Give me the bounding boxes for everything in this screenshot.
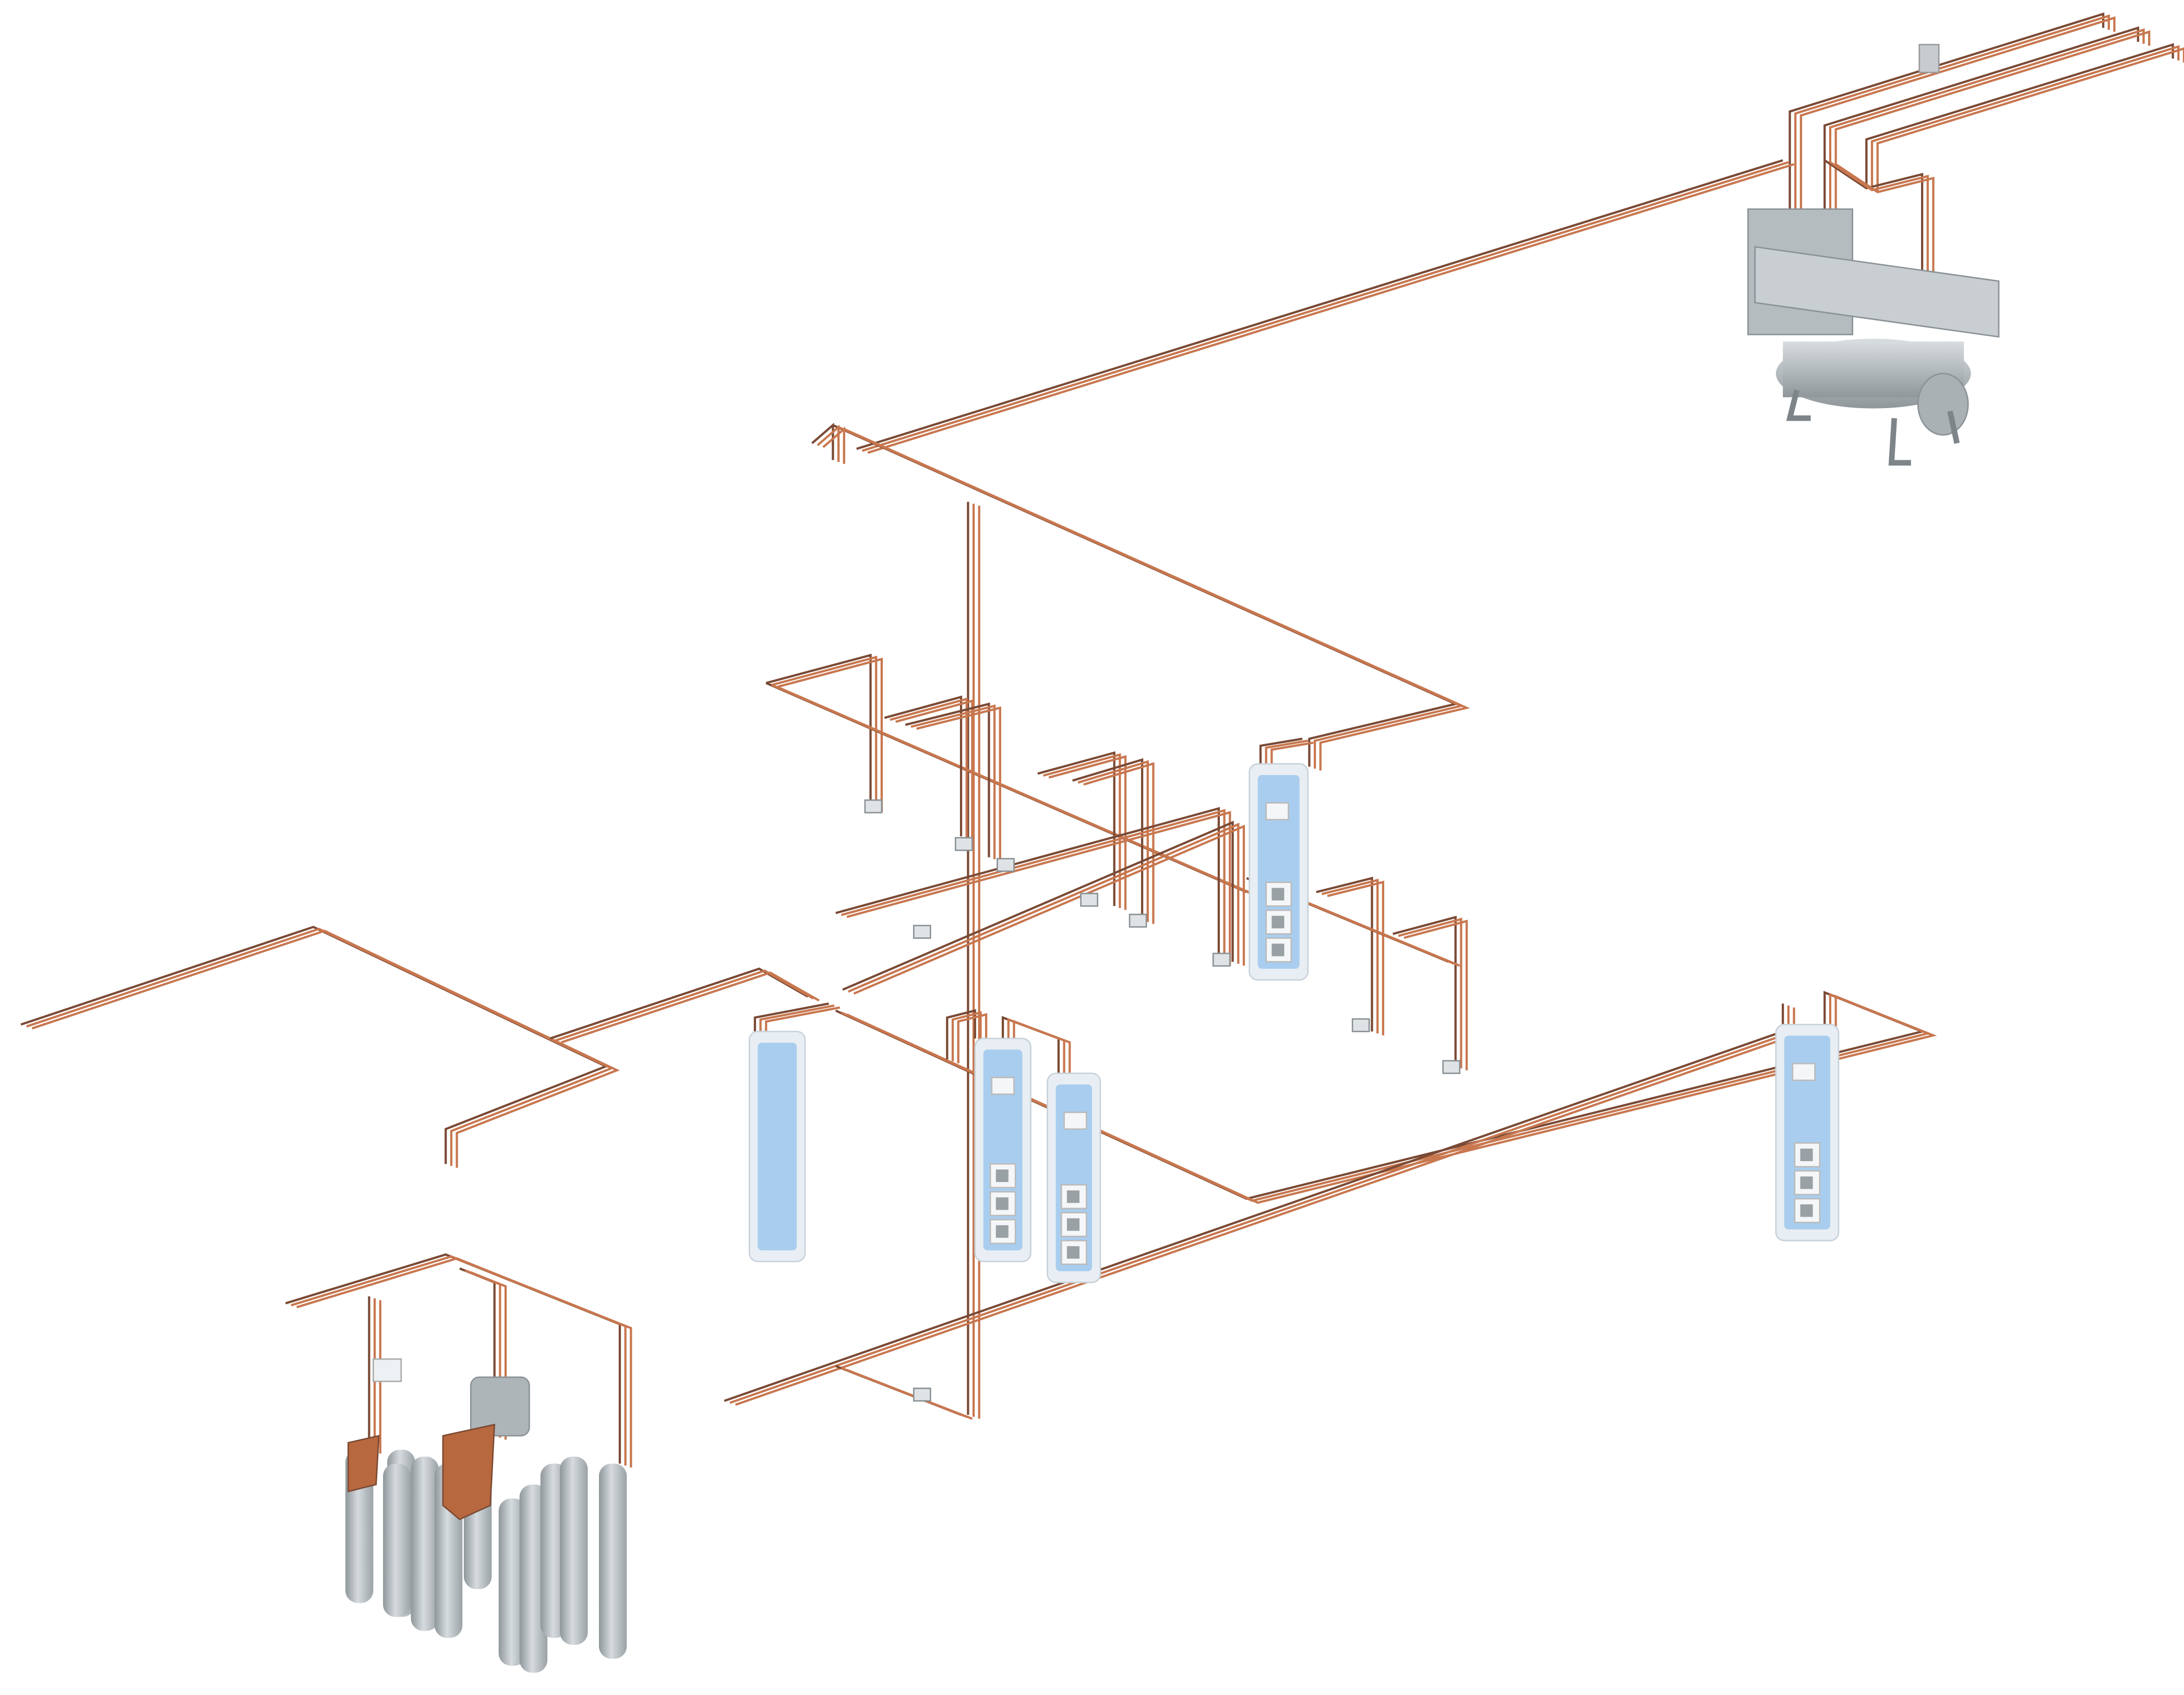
copper-pipe (1403, 920, 1468, 1070)
copper-pipe (776, 686, 1258, 897)
copper-pipe (835, 807, 1220, 962)
copper-pipe (1876, 47, 2184, 193)
copper-pipe (946, 1009, 976, 1059)
copper-pipe (895, 699, 974, 841)
copper-pipe (905, 702, 990, 857)
equipment (345, 44, 2000, 1673)
copper-pipe (843, 428, 1470, 771)
copper-pipe (842, 820, 1234, 991)
copper-pipe (1043, 753, 1121, 908)
valve-icon (997, 858, 1015, 872)
valve-icon (1351, 1018, 1370, 1032)
copper-pipe (951, 1011, 982, 1061)
copper-pipe (777, 658, 883, 813)
copper-pipe (1398, 917, 1462, 1069)
copper-pipe (856, 159, 1783, 450)
copper-pipe (1013, 1020, 1071, 1084)
copper-pipe (832, 424, 1459, 767)
zone-valve-panel-icon (1047, 1072, 1101, 1283)
copper-pipe (846, 810, 1231, 966)
copper-pipe (285, 1253, 621, 1464)
gas-cylinder-icon (411, 1457, 439, 1631)
valve-icon (955, 837, 973, 851)
copper-pipe (916, 706, 1001, 862)
copper-pipe (1037, 751, 1115, 906)
valve-icon (1442, 1060, 1461, 1075)
copper-pipe (1327, 880, 1385, 1036)
copper-pipe (1834, 30, 2151, 227)
copper-pipe (847, 822, 1240, 993)
copper-pipe (1316, 877, 1373, 1032)
copper-pipe (817, 424, 840, 462)
copper-pipe (26, 927, 615, 1166)
copper-pipe (724, 1004, 1784, 1402)
gas-cylinder-icon (383, 1463, 411, 1617)
cylinder-manifold-box (470, 1376, 530, 1437)
copper-pipe (765, 653, 872, 809)
copper-pipe (1393, 915, 1457, 1067)
copper-pipe (1799, 16, 2116, 213)
copper-pipe (841, 809, 1226, 964)
copper-pipe (910, 704, 996, 860)
copper-pipe (861, 161, 1789, 452)
outlet-icon (1060, 1212, 1087, 1237)
copper-pipe (957, 1013, 988, 1064)
zone-valve-panel-icon (1249, 763, 1309, 981)
copper-pipe (1259, 737, 1303, 767)
copper-pipe (296, 1257, 632, 1468)
manifold-copper (442, 1424, 496, 1521)
zone-valve-panels (748, 763, 1840, 1283)
copper-pipe (1829, 28, 2145, 225)
valve-icon (1080, 892, 1099, 907)
copper-pipe (811, 422, 834, 460)
zone-valve-panel-icon (748, 1031, 806, 1262)
copper-pipe (1048, 755, 1127, 910)
copper-pipe (1835, 163, 1935, 297)
valve-icon (1129, 913, 1147, 928)
manifold-copper (347, 1435, 380, 1493)
copper-pipe (753, 1002, 829, 1032)
outlet-icon (1265, 937, 1292, 963)
copper-pipe (1083, 762, 1155, 924)
copper-pipe (765, 1006, 841, 1036)
copper-pipe (1265, 739, 1309, 769)
valve-icon (864, 799, 883, 814)
valve-icon (913, 1388, 931, 1402)
copper-pipe (759, 1004, 835, 1034)
copper-pipe (771, 655, 878, 810)
copper-pipe (1823, 26, 2140, 223)
copper-pipe (1870, 45, 2180, 190)
copper-pipe (884, 695, 963, 837)
compressor-icon (1747, 44, 2000, 466)
copper-pipe (20, 925, 609, 1164)
gas-cylinder-icon (560, 1457, 588, 1645)
zone-valve-panel-icon (1775, 1023, 1840, 1242)
valve-icon (913, 925, 931, 939)
copper-pipe (1824, 159, 1924, 293)
pipe-network (20, 12, 2184, 1468)
copper-pipe (853, 825, 1245, 995)
alarm-box (373, 1358, 402, 1382)
copper-pipe (867, 163, 1795, 454)
zone-valve-panel-icon (974, 1037, 1031, 1262)
copper-pipe (555, 969, 814, 1042)
copper-pipe (822, 426, 845, 464)
copper-pipe (1829, 161, 1929, 295)
gas-cylinder-bank (345, 1449, 627, 1673)
copper-pipe (31, 929, 620, 1168)
copper-pipe (846, 1369, 973, 1420)
valve-icon (1212, 952, 1231, 967)
copper-pipe (1794, 14, 2110, 211)
copper-pipe (890, 697, 968, 839)
copper-pipe (846, 995, 1937, 1204)
copper-pipe (1321, 878, 1379, 1034)
copper-pipe (561, 971, 820, 1044)
gas-cylinder-icon (598, 1463, 627, 1659)
